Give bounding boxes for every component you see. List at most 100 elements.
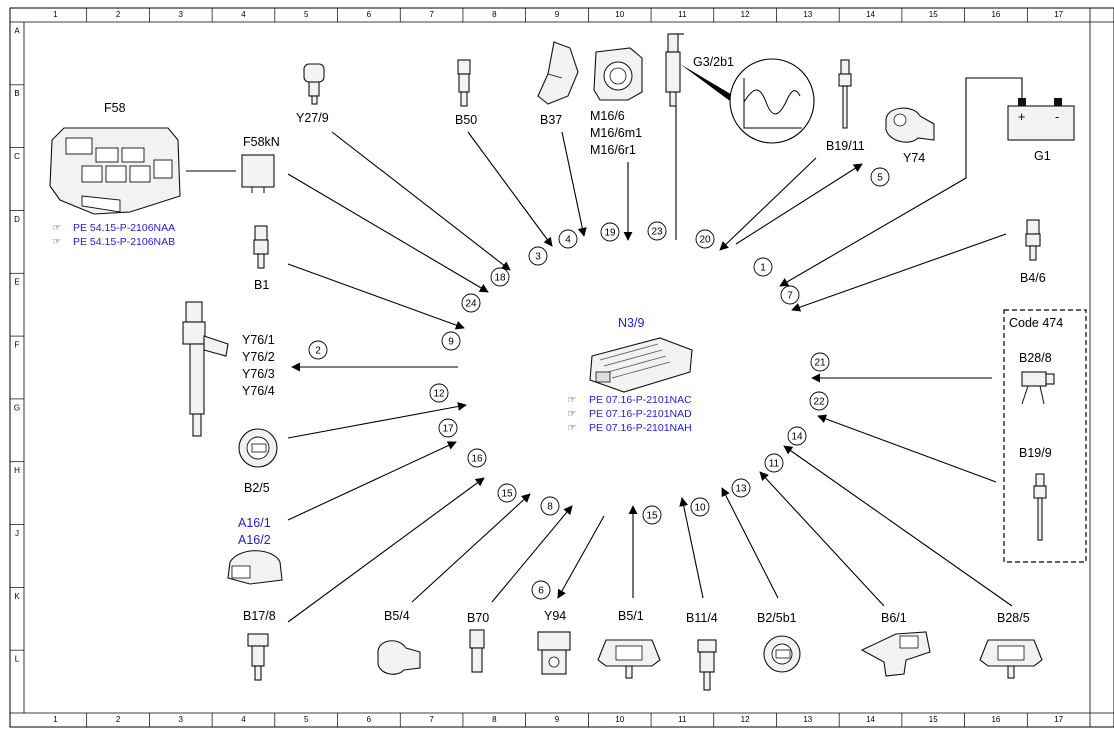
grid-row-A: A [14,26,20,35]
circle-number-ring [438,418,458,438]
f58kn-relay: F58kN [241,135,280,193]
wire-b19-9 [817,414,997,483]
y76-3-label: Y76/3 [242,367,275,381]
code-474-label: Code 474 [1009,316,1063,330]
circle-number-ring [441,331,461,351]
circle-number-ring [642,505,662,525]
circle-number-5: 5 [870,167,890,187]
b1-sensor: B1 [253,225,269,292]
circle-number-8: 8 [540,496,560,516]
f58-ref-1[interactable]: PE 54.15-P-2106NAA [73,222,175,234]
circle-number-text: 4 [565,235,571,246]
grid-col-top-16: 16 [991,10,1000,19]
y94-valve: Y94 [537,609,571,675]
a16-2-label: A16/2 [238,533,271,547]
circle-number-4: 4 [558,229,578,249]
f58-ref-2[interactable]: PE 54.15-P-2106NAB [73,236,175,248]
b37-pedal-sensor: B37 [537,41,579,127]
n3-9-label: N3/9 [618,316,644,330]
circle-number-2: 2 [308,340,328,360]
circle-number-text: 5 [877,173,883,184]
b17-8-label: B17/8 [243,609,276,623]
circle-number-text: 22 [813,397,825,408]
m16-6-label: M16/6 [590,109,625,123]
wire-b1 [287,263,465,330]
circle-number-text: 9 [448,337,454,348]
circle-number-ring [647,221,667,241]
g3-2b1-probe: G3/2b1 [665,33,815,144]
circle-number-ring [870,167,890,187]
code-474-group: Code 474 B28/8 B19/9 [1003,309,1087,563]
grid-row-G: G [14,403,20,412]
wire-b28-5 [783,445,1013,607]
circle-number-7: 7 [780,285,800,305]
svg-text:☞: ☞ [52,222,61,234]
b5-1-label: B5/1 [618,609,644,623]
n3-9-ref-2[interactable]: PE 07.16-P-2101NAD [589,408,692,420]
m16-6r1-label: M16/6r1 [590,143,636,157]
wire-a16 [287,441,457,521]
wire-b4-6 [791,233,1007,312]
circle-number-ring [753,257,773,277]
circle-number-text: 2 [315,346,321,357]
grid-col-top-1: 1 [53,10,58,19]
circle-number-text: 8 [547,502,553,513]
wire-b37 [561,131,587,237]
circle-number-ring [461,293,481,313]
wire-b2-5b1 [721,487,779,599]
n3-9-refs: ☞ PE 07.16-P-2101NAC ☞ PE 07.16-P-2101NA… [567,394,692,434]
wire-b70 [491,505,573,603]
grid-col-top-11: 11 [678,10,687,19]
b2-5-sensor: B2/5 [238,428,278,495]
grid-col-bottom-14: 14 [866,715,875,724]
grid-col-bottom-11: 11 [678,715,687,724]
b37-label: B37 [540,113,562,127]
g1-wire [779,77,1023,287]
b28-5-label: B28/5 [997,611,1030,625]
circle-number-text: 16 [471,454,483,465]
grid-col-bottom-17: 17 [1054,715,1063,724]
n3-9-ref-3[interactable]: PE 07.16-P-2101NAH [589,422,692,434]
b1-label: B1 [254,278,269,292]
circle-number-15: 15 [642,505,662,525]
grid-col-top-8: 8 [492,10,497,19]
circle-number-6: 6 [531,580,551,600]
circle-number-ring [497,483,517,503]
circle-number-text: 19 [604,228,616,239]
circle-number-text: 20 [699,235,711,246]
b17-8-sensor: B17/8 [243,609,276,681]
grid-row-H: H [14,466,20,475]
grid-col-top-14: 14 [866,10,875,19]
circle-number-ring [558,229,578,249]
n3-9-ref-1[interactable]: PE 07.16-P-2101NAC [589,394,692,406]
circle-number-ring [695,229,715,249]
circle-number-text: 21 [814,358,826,369]
circle-number-13: 13 [731,478,751,498]
g1-battery: + - G1 [1007,98,1075,163]
circle-number-text: 15 [646,511,658,522]
wire-b11-4 [679,497,704,599]
circle-number-21: 21 [810,352,830,372]
circle-number-ring [531,580,551,600]
b2-5b1-sensor: B2/5b1 [757,611,801,673]
grid-col-bottom-2: 2 [116,715,121,724]
grid-col-bottom-5: 5 [304,715,309,724]
y74-label: Y74 [903,151,925,165]
y27-9-valve: Y27/9 [296,63,329,125]
circle-number-14: 14 [787,426,807,446]
y76-2-label: Y76/2 [242,350,275,364]
grid-col-top-5: 5 [304,10,309,19]
circle-number-text: 15 [501,489,513,500]
circle-number-ring [308,340,328,360]
b11-4-sensor: B11/4 [686,611,718,691]
b5-4-sensor: B5/4 [377,609,421,675]
diagram-frame [9,7,1114,728]
wire-b50 [467,131,553,247]
grid-col-top-7: 7 [429,10,434,19]
wire-y74 [735,163,863,245]
grid-col-bottom-12: 12 [741,715,750,724]
f58-label: F58 [104,101,126,115]
grid-col-bottom-1: 1 [53,715,58,724]
grid-col-bottom-16: 16 [991,715,1000,724]
